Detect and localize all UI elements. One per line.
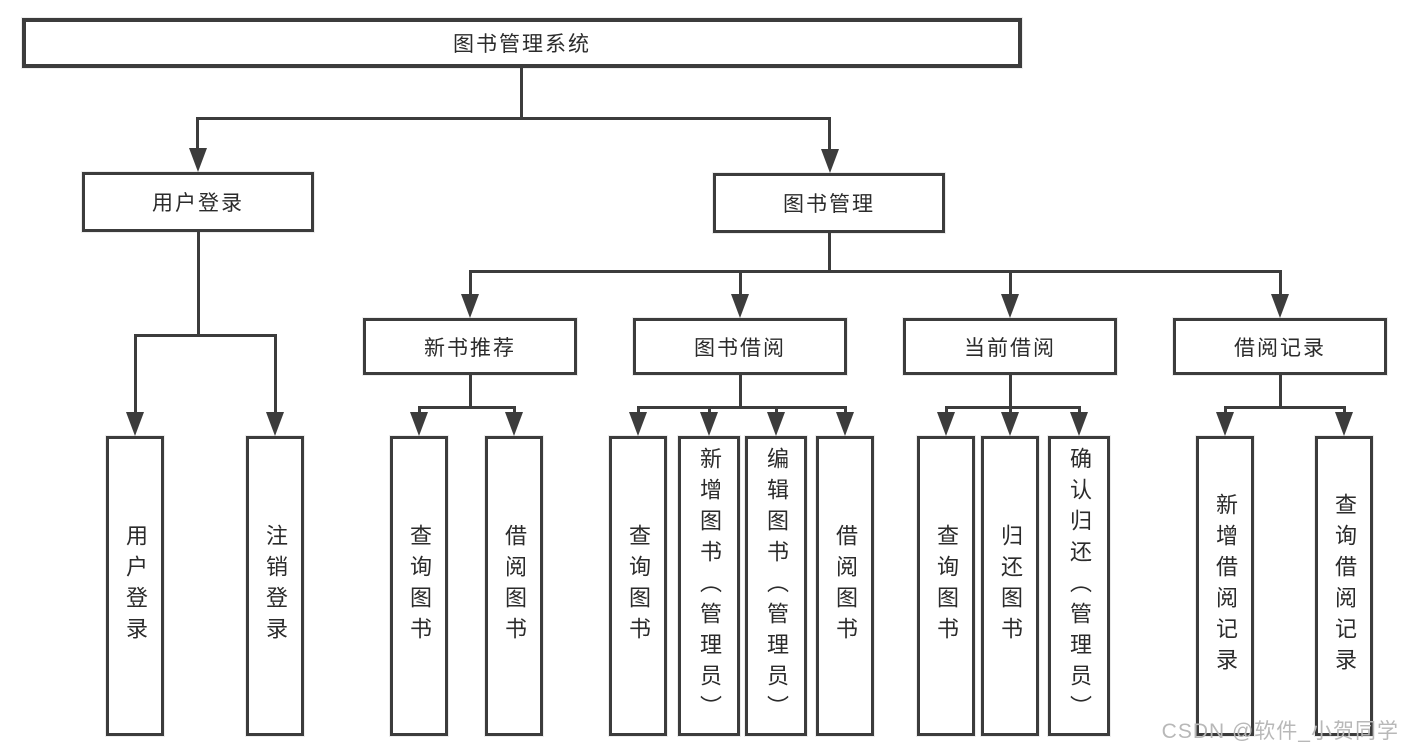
arrow-down-icon	[937, 412, 955, 436]
connector-drop	[274, 334, 277, 429]
leaf-label: 查询图书	[407, 524, 432, 648]
node-label: 图书管理	[783, 193, 875, 216]
leaf-current-query-books: 查询图书	[917, 436, 975, 736]
leaf-label: 归还图书	[998, 524, 1023, 648]
leaf-recommend-query-books: 查询图书	[390, 436, 448, 736]
node-user-login: 用户登录	[82, 172, 314, 232]
connector-drop	[469, 270, 472, 305]
connector-stem	[1279, 374, 1282, 409]
node-library-system: 图书管理系统	[22, 18, 1022, 68]
connector-stem	[197, 231, 200, 336]
connector-rail	[418, 406, 516, 409]
leaf-label: 用户登录	[123, 524, 148, 648]
leaf-add-borrow-record: 新增借阅记录	[1196, 436, 1254, 736]
connector-stem	[1009, 374, 1012, 409]
arrow-down-icon	[836, 412, 854, 436]
connector-stem	[469, 374, 472, 409]
connector-stem	[520, 67, 523, 119]
connector-drop	[1009, 270, 1012, 305]
leaf-user-login: 用户登录	[106, 436, 164, 736]
leaf-label: 借阅图书	[502, 524, 527, 648]
connector-drop	[828, 117, 831, 157]
leaf-borrow-query-books: 查询图书	[609, 436, 667, 736]
node-label: 新书推荐	[424, 336, 516, 360]
node-label: 当前借阅	[964, 336, 1056, 360]
arrow-down-icon	[700, 412, 718, 436]
node-label: 图书借阅	[694, 336, 786, 360]
leaf-label: 借阅图书	[833, 524, 858, 648]
arrow-down-icon	[410, 412, 428, 436]
leaf-label: 查询图书	[626, 524, 651, 648]
arrow-down-icon	[1001, 412, 1019, 436]
arrow-down-icon	[731, 294, 749, 318]
node-borrow-records: 借阅记录	[1173, 318, 1387, 375]
connector-stem	[739, 374, 742, 409]
connector-rail	[945, 406, 1081, 409]
connector-rail	[196, 117, 831, 120]
arrow-down-icon	[1216, 412, 1234, 436]
connector-rail	[637, 406, 847, 409]
connector-drop	[196, 117, 199, 157]
leaf-label: 编辑图书（管理员）	[764, 446, 789, 726]
node-label: 用户登录	[152, 192, 244, 215]
arrow-down-icon	[1335, 412, 1353, 436]
node-label: 借阅记录	[1234, 336, 1326, 360]
node-label: 图书管理系统	[453, 33, 591, 56]
arrow-down-icon	[189, 148, 207, 172]
connector-drop	[1279, 270, 1282, 305]
leaf-label: 注销登录	[263, 524, 288, 648]
leaf-add-books-admin: 新增图书（管理员）	[678, 436, 740, 736]
leaf-return-books: 归还图书	[981, 436, 1039, 736]
connector-rail	[469, 270, 1282, 273]
leaf-label: 新增借阅记录	[1213, 493, 1238, 679]
node-book-management: 图书管理	[713, 173, 945, 233]
leaf-label: 新增图书（管理员）	[697, 446, 722, 726]
connector-stem	[828, 232, 831, 273]
arrow-down-icon	[1001, 294, 1019, 318]
connector-drop	[134, 334, 137, 429]
leaf-label: 查询图书	[934, 524, 959, 648]
arrow-down-icon	[126, 412, 144, 436]
node-new-book-recommend: 新书推荐	[363, 318, 577, 375]
arrow-down-icon	[1070, 412, 1088, 436]
connector-rail	[1224, 406, 1346, 409]
leaf-label: 确认归还（管理员）	[1067, 446, 1092, 726]
connector-drop	[739, 270, 742, 305]
leaf-logout: 注销登录	[246, 436, 304, 736]
arrow-down-icon	[461, 294, 479, 318]
connector-rail	[134, 334, 277, 337]
node-current-borrow: 当前借阅	[903, 318, 1117, 375]
arrow-down-icon	[266, 412, 284, 436]
leaf-recommend-borrow-books: 借阅图书	[485, 436, 543, 736]
arrow-down-icon	[629, 412, 647, 436]
csdn-watermark: CSDN @软件_小贺同学	[1161, 720, 1399, 743]
leaf-label: 查询借阅记录	[1332, 493, 1357, 679]
leaf-confirm-return-admin: 确认归还（管理员）	[1048, 436, 1110, 736]
leaf-query-borrow-record: 查询借阅记录	[1315, 436, 1373, 736]
arrow-down-icon	[767, 412, 785, 436]
arrow-down-icon	[505, 412, 523, 436]
leaf-edit-books-admin: 编辑图书（管理员）	[745, 436, 807, 736]
arrow-down-icon	[821, 149, 839, 173]
leaf-borrow-books: 借阅图书	[816, 436, 874, 736]
node-book-borrow: 图书借阅	[633, 318, 847, 375]
arrow-down-icon	[1271, 294, 1289, 318]
